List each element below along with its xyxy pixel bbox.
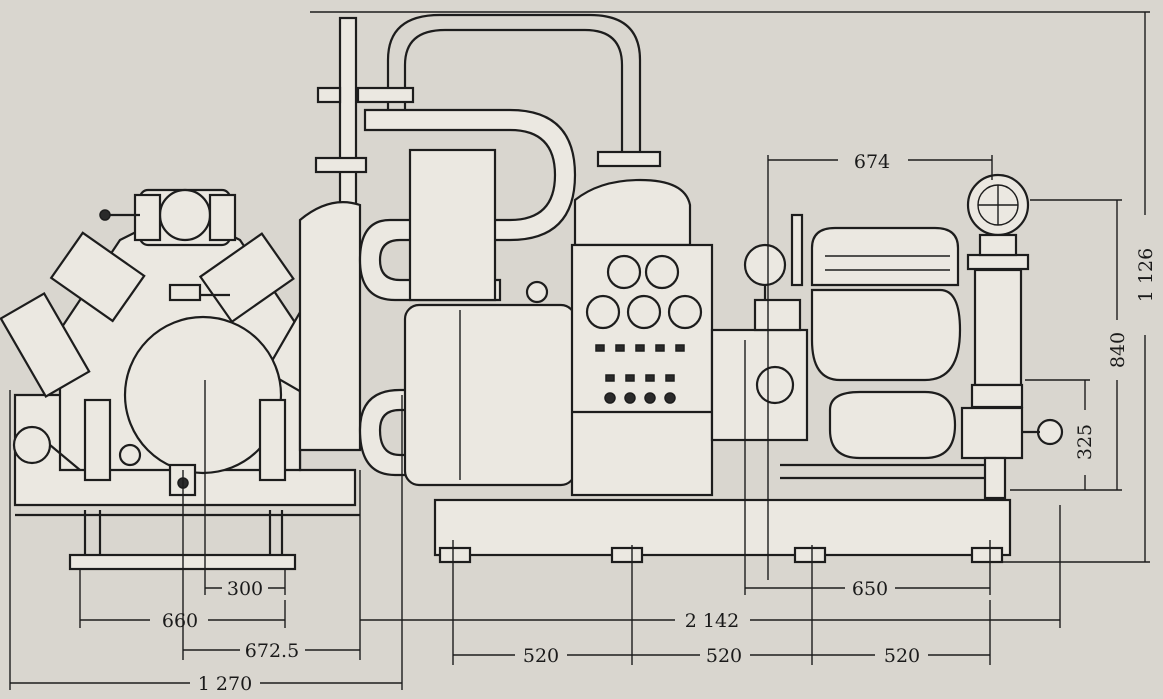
dim-660-label: 660 xyxy=(162,610,198,632)
discharge-handwheel-icon xyxy=(1036,418,1064,446)
dim-672-5-label: 672.5 xyxy=(245,640,299,662)
gauge-panel-hood xyxy=(573,178,692,247)
dim-300-label: 300 xyxy=(227,578,263,600)
condenser-coil-lower xyxy=(358,388,432,477)
dim-650-label: 650 xyxy=(852,578,888,600)
dim-1270-label: 1 270 xyxy=(198,673,252,695)
valve-handwheel-icon xyxy=(743,243,787,287)
pressure-gauge-icon xyxy=(644,254,680,290)
receiver-vessel xyxy=(298,201,362,452)
oil-pump-assembly xyxy=(710,213,1000,480)
dimension-lines xyxy=(9,11,1150,690)
side-handwheel-icon xyxy=(12,425,52,465)
base-skid xyxy=(433,498,1012,564)
cylinder-head-left-upper xyxy=(49,231,146,323)
panel-switches xyxy=(595,344,685,404)
pressure-gauge-icon xyxy=(667,294,703,330)
oil-separator-column xyxy=(960,173,1064,500)
dim-2142-label: 2 142 xyxy=(685,610,739,632)
pressure-gauge-icon xyxy=(626,294,662,330)
electric-motor xyxy=(403,280,577,487)
oil-cooler-bottom xyxy=(828,390,957,460)
arch-pipe-flange-right xyxy=(596,150,662,168)
cylinder-head-right-upper xyxy=(198,232,295,324)
skid-frame xyxy=(433,498,1012,557)
dim-520-middle-label: 520 xyxy=(706,645,742,667)
oil-cooler-middle xyxy=(810,288,962,382)
arch-pipe-flange xyxy=(356,86,415,104)
pressure-gauge-icon xyxy=(585,294,621,330)
valve-handwheel-icon xyxy=(99,209,111,221)
oil-cooler-coils xyxy=(810,226,962,460)
dim-520-right-label: 520 xyxy=(884,645,920,667)
dim-1126-label: 1 126 xyxy=(1135,248,1157,302)
control-panel xyxy=(570,178,714,497)
cylinder-head-left-lower xyxy=(0,292,91,398)
discharge-valve xyxy=(960,406,1024,460)
separator-body xyxy=(973,268,1023,387)
receiver-and-piping xyxy=(298,13,662,477)
dim-325-label: 325 xyxy=(1074,424,1096,460)
sight-glass-icon xyxy=(118,443,142,467)
dim-674-label: 674 xyxy=(854,151,890,173)
dim-840-label: 840 xyxy=(1107,332,1129,368)
flywheel-housing xyxy=(123,315,283,475)
pump-rotor-icon xyxy=(755,365,795,405)
dim-520-left-label: 520 xyxy=(523,645,559,667)
motor-body xyxy=(403,303,577,487)
compressor-end-view xyxy=(0,188,360,571)
vertical-vent-pipe xyxy=(338,16,358,210)
pressure-gauge-icon xyxy=(606,254,642,290)
gauge-panel xyxy=(570,243,714,497)
